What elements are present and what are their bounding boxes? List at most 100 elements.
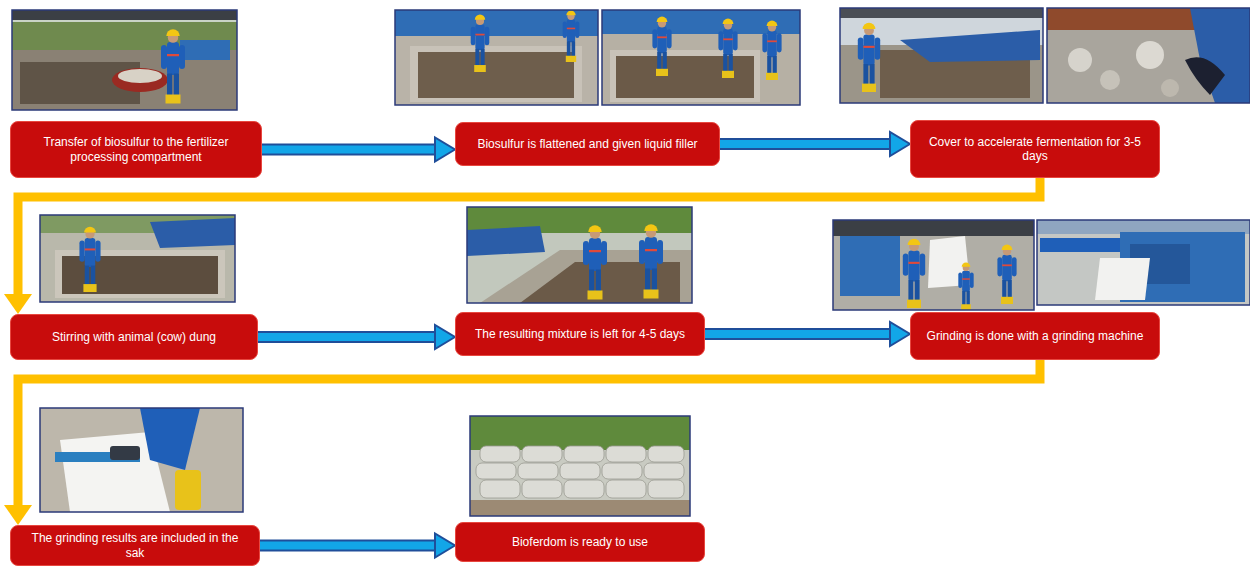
arrow-outline bbox=[260, 540, 437, 552]
photo-grinding-machine bbox=[1037, 220, 1250, 305]
photo-flatten-part bbox=[395, 10, 598, 105]
photo-sacks-part-part bbox=[480, 480, 520, 498]
photo-transfer-part bbox=[161, 29, 185, 103]
photo-cover-part bbox=[858, 23, 880, 92]
step-label: Biosulfur is flattened and given liquid … bbox=[477, 137, 697, 151]
photo-sacks-part bbox=[470, 416, 690, 516]
flow-arrow bbox=[262, 138, 455, 162]
step-label: Cover to accelerate fermentation for 3-5… bbox=[921, 135, 1149, 164]
arrow-head bbox=[890, 322, 910, 346]
photo-mixture-part bbox=[467, 207, 692, 303]
process-box: Cover to accelerate fermentation for 3-5… bbox=[910, 120, 1160, 178]
photo-fermentation-part bbox=[1185, 57, 1225, 95]
photo-sacks-part-part bbox=[564, 480, 604, 498]
photo-grinding-machine-part bbox=[1037, 220, 1250, 234]
photo-cover-part bbox=[900, 30, 1040, 62]
photo-cover-part bbox=[840, 8, 1043, 103]
process-box: Biosulfur is flattened and given liquid … bbox=[455, 122, 720, 166]
photo-sacks-part-part bbox=[606, 446, 646, 462]
step-label: Bioferdom is ready to use bbox=[512, 535, 648, 549]
photo-sacks-part bbox=[470, 416, 690, 450]
photo-fermentation-part bbox=[1190, 8, 1250, 103]
photo-transfer bbox=[12, 10, 237, 110]
photo-sacks-part-part bbox=[518, 463, 558, 479]
flow-arrow bbox=[4, 360, 1040, 525]
photo-transfer-part bbox=[118, 69, 162, 83]
photo-flatten-part bbox=[418, 52, 574, 98]
photo-filler-part bbox=[602, 10, 800, 105]
return-arrow-shaft bbox=[18, 178, 1040, 296]
flow-arrow bbox=[705, 322, 910, 346]
arrow-outline bbox=[258, 331, 437, 343]
photo-fermentation-part bbox=[1047, 8, 1250, 103]
photo-stirring-part bbox=[79, 227, 100, 292]
photo-fermentation bbox=[1047, 8, 1250, 103]
photo-grinding-machine-part bbox=[1040, 238, 1120, 252]
arrow-shaft bbox=[260, 542, 437, 550]
return-arrow-head bbox=[4, 294, 32, 314]
photo-transfer-part bbox=[112, 68, 168, 92]
process-box: The resulting mixture is left for 4-5 da… bbox=[455, 312, 705, 356]
photo-grinding-part bbox=[833, 220, 1034, 236]
photo-cover-part bbox=[840, 8, 1043, 103]
photo-sacks-part-part bbox=[602, 463, 642, 479]
photo-grinding-part bbox=[903, 239, 925, 308]
photo-sacks-part-part bbox=[644, 463, 684, 479]
arrow-outline bbox=[705, 328, 892, 340]
process-box: Bioferdom is ready to use bbox=[455, 522, 705, 562]
photo-bagging-part bbox=[140, 408, 200, 470]
photo-grinding-machine-part bbox=[1095, 258, 1150, 300]
return-arrow-head bbox=[4, 505, 32, 525]
photo-fermentation-part bbox=[1161, 79, 1179, 97]
photo-mixture-part bbox=[639, 224, 663, 298]
photo-transfer-part bbox=[12, 10, 237, 20]
process-box: Stirring with animal (cow) dung bbox=[10, 314, 258, 360]
photo-stirring-part bbox=[150, 218, 235, 248]
process-box: The grinding results are included in the… bbox=[10, 525, 260, 566]
return-arrow-shaft bbox=[18, 360, 1040, 507]
photo-grinding-machine-part bbox=[1037, 220, 1250, 305]
photo-mixture-part bbox=[467, 226, 545, 256]
photo-grinding-part bbox=[840, 236, 900, 296]
photo-filler-part bbox=[610, 50, 760, 102]
photo-stirring-part bbox=[40, 215, 235, 302]
process-box: Transfer of biosulfur to the fertilizer … bbox=[10, 121, 262, 178]
photo-sacks-part-part bbox=[522, 446, 562, 462]
flow-arrow bbox=[4, 178, 1040, 314]
step-label: Stirring with animal (cow) dung bbox=[52, 330, 216, 344]
photo-sacks-part bbox=[470, 500, 690, 516]
photo-fermentation-part bbox=[1100, 70, 1120, 90]
arrow-shaft bbox=[705, 330, 892, 338]
arrow-head bbox=[435, 534, 455, 558]
photo-sacks-part-part bbox=[480, 446, 520, 462]
photo-mixture-part bbox=[583, 225, 607, 299]
arrow-outline bbox=[720, 138, 892, 150]
photo-sacks-part-part bbox=[564, 446, 604, 462]
flow-arrow bbox=[260, 534, 455, 558]
photo-filler-part bbox=[718, 19, 737, 78]
photo-grinding-part bbox=[833, 220, 1034, 310]
photo-grinding-part bbox=[958, 262, 973, 310]
photo-filler-part bbox=[762, 21, 781, 80]
step-label: Grinding is done with a grinding machine bbox=[927, 329, 1144, 343]
photo-mixture bbox=[467, 207, 692, 303]
flow-arrow bbox=[258, 325, 455, 349]
photo-grinding-machine-part bbox=[1037, 220, 1250, 305]
photo-sacks-part-part bbox=[648, 446, 684, 462]
photo-transfer-part bbox=[12, 10, 237, 110]
photo-transfer-part bbox=[12, 10, 237, 110]
photo-flatten-part bbox=[471, 15, 490, 72]
photo-flatten-part bbox=[395, 10, 598, 105]
photo-grinding-part bbox=[997, 245, 1016, 304]
photo-cover bbox=[840, 8, 1043, 103]
photo-sacks-part-part bbox=[648, 480, 684, 498]
photo-transfer-part bbox=[180, 40, 230, 60]
process-box: Grinding is done with a grinding machine bbox=[910, 312, 1160, 360]
photo-filler-part bbox=[602, 10, 800, 105]
photo-sacks-part bbox=[476, 446, 684, 498]
arrow-outline bbox=[262, 144, 437, 156]
photo-bagging bbox=[40, 408, 243, 512]
